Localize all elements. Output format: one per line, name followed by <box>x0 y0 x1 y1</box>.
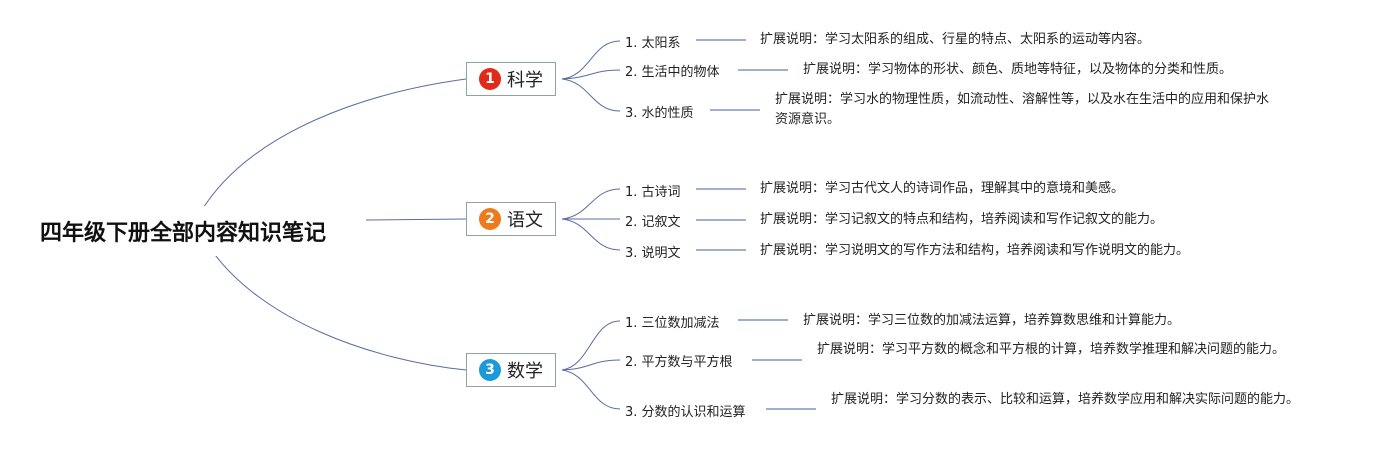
math-to-leaf-3-line <box>561 369 621 410</box>
number-1-badge-icon: 1 <box>479 68 501 90</box>
leaf-description: 扩展说明：学习说明文的写作方法和结构，培养阅读和写作说明文的能力。 <box>760 243 1190 258</box>
number-3-badge-icon: 3 <box>479 359 501 381</box>
branch-label: 科学 <box>507 70 543 91</box>
root-to-math-line <box>209 247 467 371</box>
leaf-squares-and-roots[interactable]: 2. 平方数与平方根 <box>625 355 733 370</box>
branch-label: 数学 <box>507 361 543 382</box>
leaf-description: 扩展说明：学习分数的表示、比较和运算，培养数学应用和解决实际问题的能力。 <box>831 392 1300 407</box>
root-to-science-line <box>199 78 467 214</box>
science-to-leaf-3-line <box>561 78 621 112</box>
number-2-badge-icon: 2 <box>479 208 501 230</box>
science-to-leaf-1-line <box>561 40 621 80</box>
leaf-classical-poetry[interactable]: 1. 古诗词 <box>625 185 681 200</box>
leaf-water-properties[interactable]: 3. 水的性质 <box>625 106 694 121</box>
leaf-narrative-writing[interactable]: 2. 记叙文 <box>625 215 681 230</box>
branch-science[interactable]: 1 科学 <box>466 62 556 96</box>
leaf-description: 扩展说明：学习记叙文的特点和结构，培养阅读和写作记叙文的能力。 <box>760 212 1164 227</box>
leaf-description: 扩展说明：学习物体的形状、颜色、质地等特征，以及物体的分类和性质。 <box>803 62 1233 77</box>
chinese-to-leaf-3-line <box>561 218 621 251</box>
branch-chinese[interactable]: 2 语文 <box>466 202 556 236</box>
leaf-everyday-objects[interactable]: 2. 生活中的物体 <box>625 65 720 80</box>
leaf-description: 扩展说明：学习太阳系的组成、行星的特点、太阳系的运动等内容。 <box>760 32 1151 47</box>
leaf-description: 扩展说明：学习古代文人的诗词作品，理解其中的意境和美感。 <box>760 181 1125 196</box>
chinese-to-leaf-1-line <box>561 188 621 220</box>
leaf-description: 扩展说明：学习平方数的概念和平方根的计算，培养数学推理和解决问题的能力。 <box>817 342 1286 357</box>
branch-label: 语文 <box>507 210 543 231</box>
math-to-leaf-1-line <box>561 320 621 371</box>
leaf-solar-system[interactable]: 1. 太阳系 <box>625 36 681 51</box>
branch-math[interactable]: 3 数学 <box>466 353 556 387</box>
science-to-leaf-2-line <box>561 69 621 80</box>
math-to-leaf-2-line <box>561 359 621 371</box>
leaf-expository-writing[interactable]: 3. 说明文 <box>625 246 681 261</box>
root-to-chinese-line <box>365 218 467 221</box>
leaf-fractions[interactable]: 3. 分数的认识和运算 <box>625 405 746 420</box>
leaf-description: 扩展说明：学习三位数的加减法运算，培养算数思维和计算能力。 <box>803 313 1181 328</box>
leaf-three-digit-addition[interactable]: 1. 三位数加减法 <box>625 316 720 331</box>
root-topic[interactable]: 四年级下册全部内容知识笔记 <box>28 206 339 256</box>
leaf-description: 扩展说明：学习水的物理性质，如流动性、溶解性等，以及水在生活中的应用和保护水资源… <box>775 92 1270 127</box>
